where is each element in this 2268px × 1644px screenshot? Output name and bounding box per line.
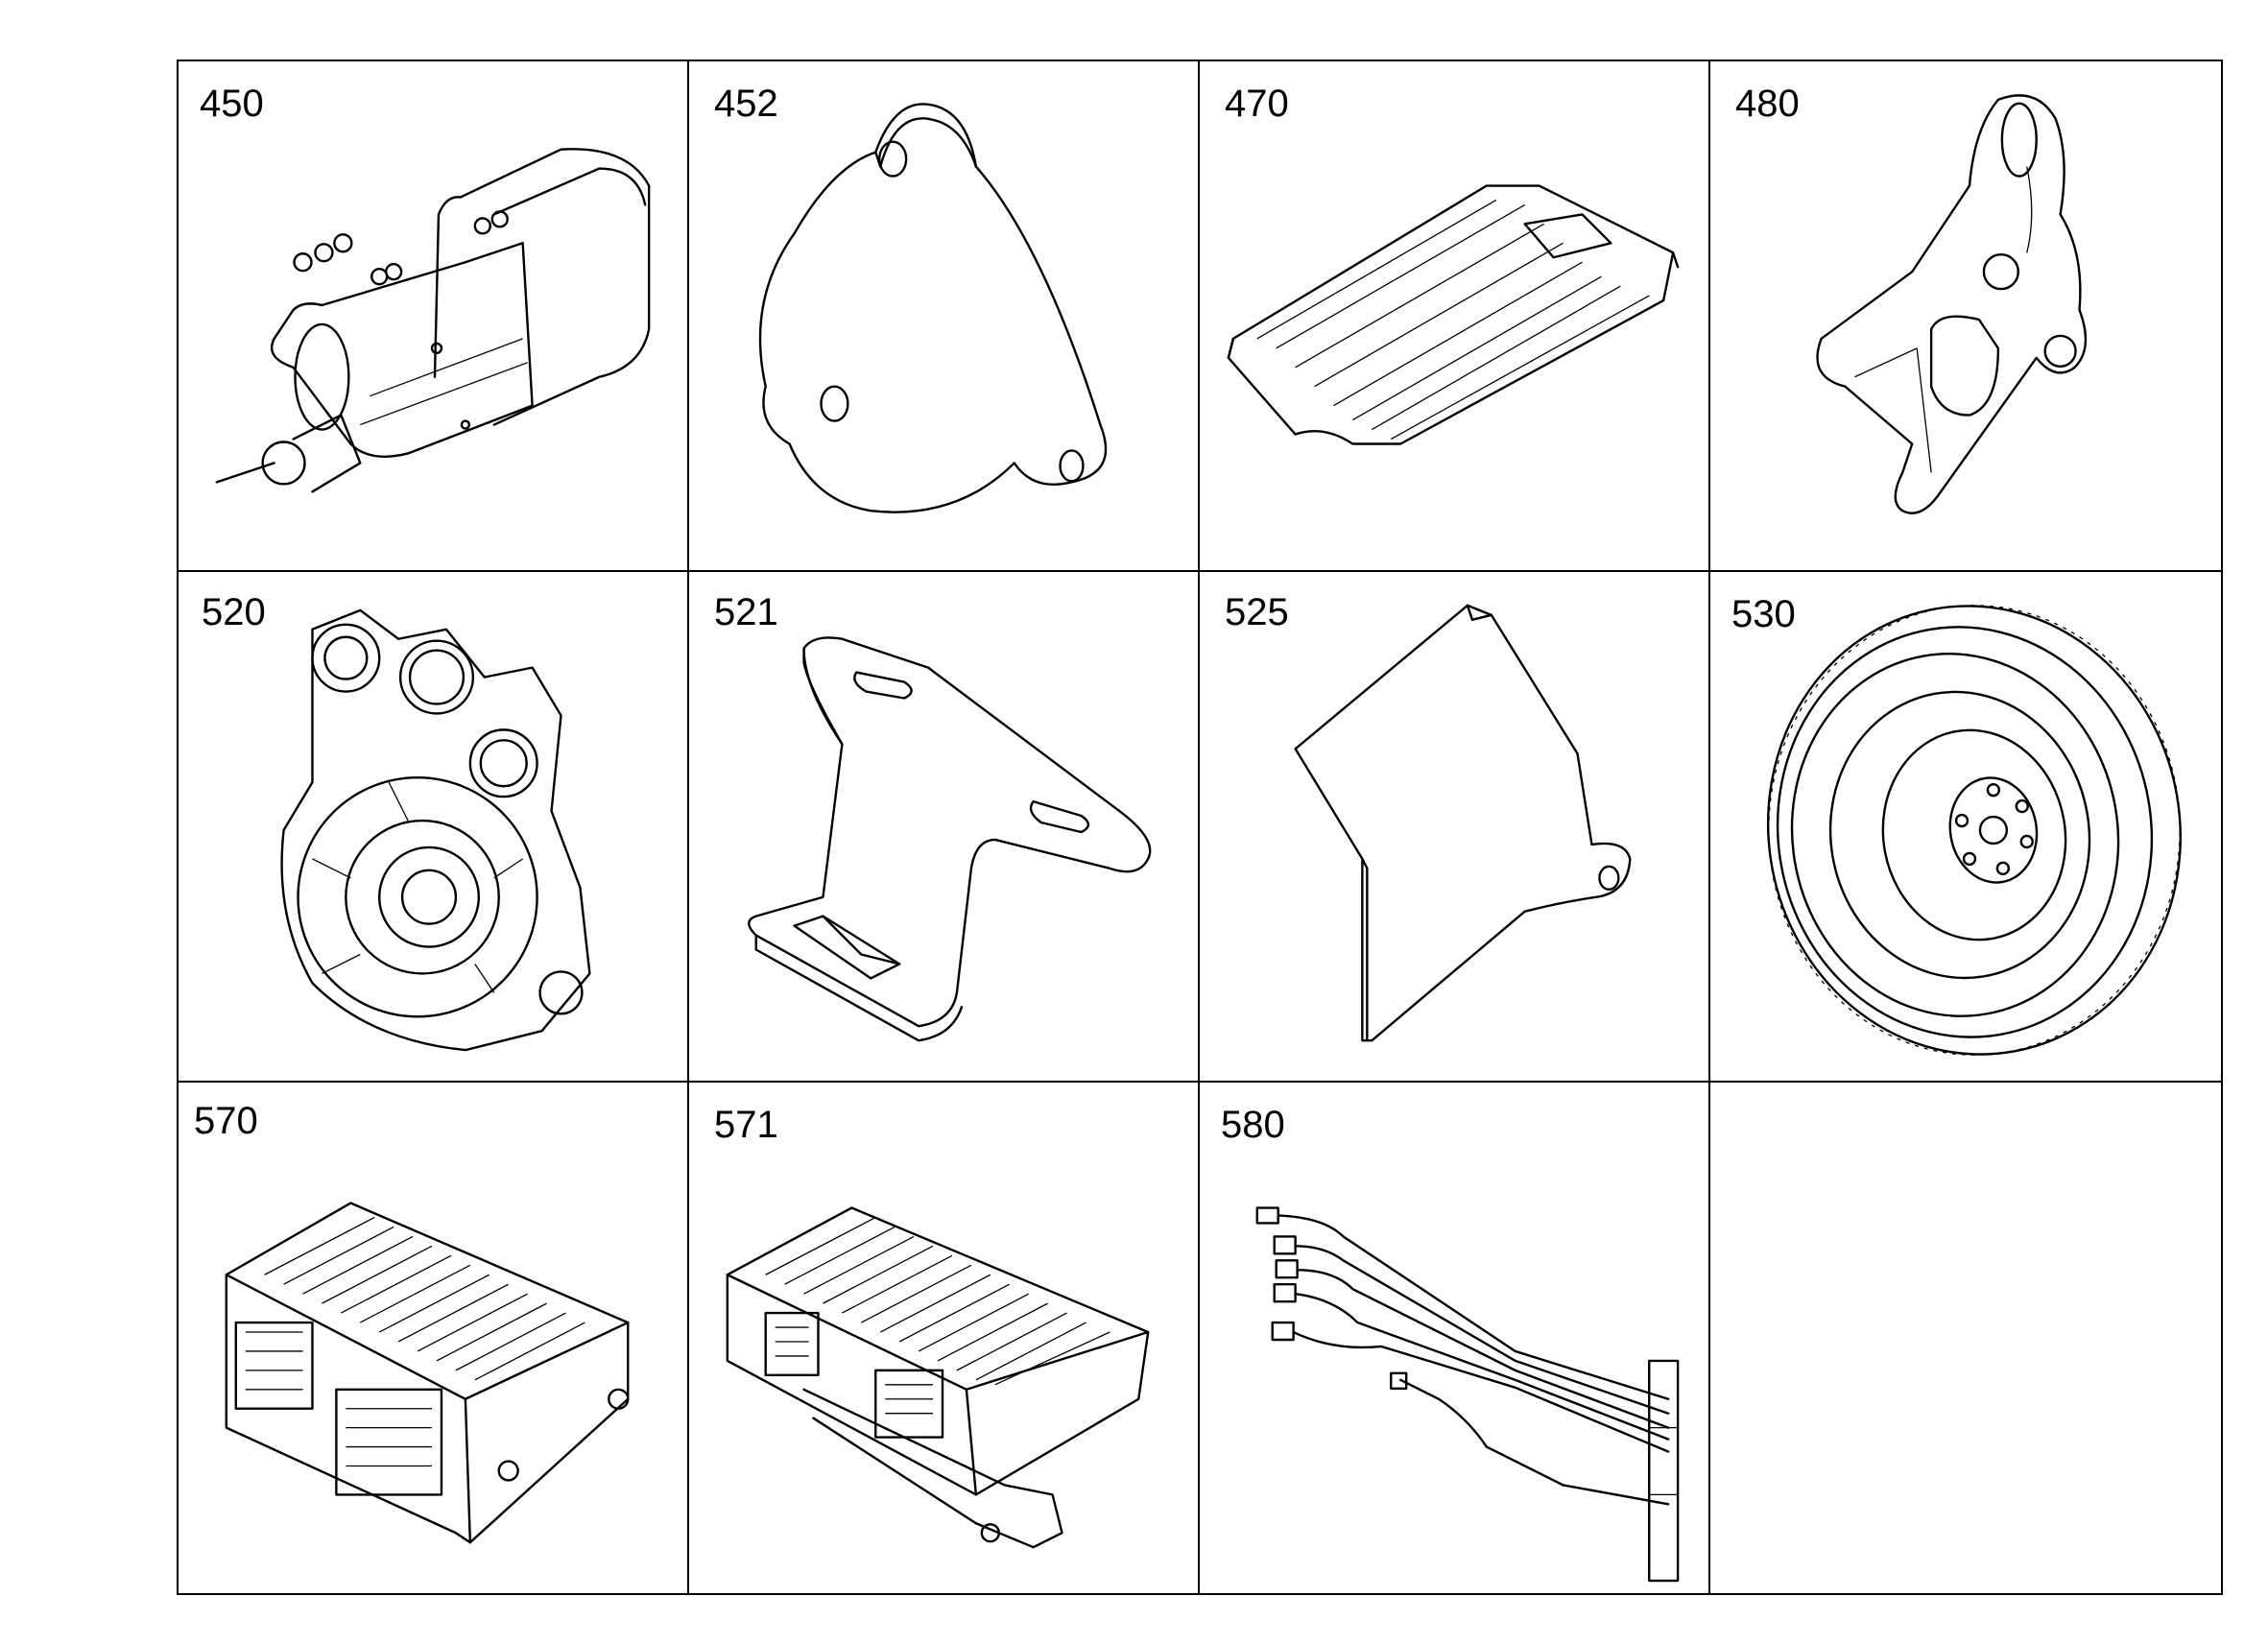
- part-cell-521: 521: [689, 572, 1200, 1083]
- parts-grid: 450 452: [177, 60, 2223, 1595]
- part-cell-450: 450: [179, 61, 689, 572]
- part-number: 520: [202, 591, 266, 633]
- part-number: 480: [1735, 83, 1800, 125]
- part-cell-520: 520: [179, 572, 689, 1083]
- part-number: 470: [1225, 83, 1289, 125]
- flywheel-icon: [1710, 572, 2221, 1081]
- bracket-icon: [1710, 61, 2221, 570]
- empty-cell: [1710, 1083, 2221, 1593]
- shield-plate-icon: [1200, 572, 1708, 1081]
- part-cell-452: 452: [689, 61, 1200, 572]
- part-number: 521: [714, 591, 778, 633]
- part-cell-571: 571: [689, 1083, 1200, 1593]
- part-number: 530: [1731, 593, 1796, 635]
- wiring-harness-icon: [1200, 1083, 1708, 1593]
- control-unit-icon: [179, 1083, 687, 1593]
- part-cell-530: 530: [1710, 572, 2221, 1083]
- cover-plate-icon: [1200, 61, 1708, 570]
- part-number: 525: [1225, 591, 1289, 633]
- part-number: 570: [194, 1100, 258, 1142]
- part-cell-470: 470: [1200, 61, 1710, 572]
- part-cell-480: 480: [1710, 61, 2221, 572]
- part-number: 452: [714, 83, 778, 125]
- part-cell-525: 525: [1200, 572, 1710, 1083]
- part-number: 450: [200, 83, 264, 125]
- starter-motor-icon: [179, 61, 687, 570]
- gasket-icon: [689, 61, 1198, 570]
- part-cell-570: 570: [179, 1083, 689, 1593]
- part-cell-580: 580: [1200, 1083, 1710, 1593]
- mounting-bracket-icon: [689, 572, 1198, 1081]
- control-unit-with-bracket-icon: [689, 1083, 1198, 1593]
- part-number: 580: [1221, 1104, 1285, 1146]
- flywheel-housing-icon: [179, 572, 687, 1081]
- part-number: 571: [714, 1104, 778, 1146]
